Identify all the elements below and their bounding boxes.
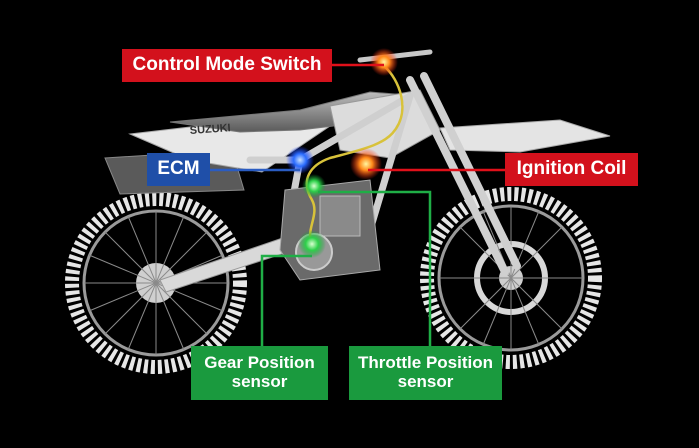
gear-position-leader <box>260 254 312 346</box>
ignition-coil-label: Ignition Coil <box>505 153 638 186</box>
gear-sensor-glow <box>298 230 326 258</box>
control-mode-switch-glow <box>370 48 398 76</box>
engine <box>279 179 381 281</box>
throttle-sensor-glow <box>302 174 326 198</box>
throttle-position-sensor-label: Throttle Position sensor <box>349 346 502 400</box>
brand-text: SUZUKI <box>189 122 231 137</box>
control-mode-switch-label: Control Mode Switch <box>122 49 332 82</box>
gear-position-line1: Gear Position <box>204 353 315 373</box>
ignition-coil-glow <box>350 148 382 180</box>
throttle-position-line1: Throttle Position <box>357 353 494 373</box>
ecm-label: ECM <box>147 153 210 186</box>
gear-position-line2: sensor <box>231 372 288 391</box>
throttle-position-line2: sensor <box>397 372 454 391</box>
rear-wheel <box>65 192 247 374</box>
gear-position-sensor-label: Gear Position sensor <box>191 346 328 400</box>
ecm-text: ECM <box>157 158 200 180</box>
wiring-harness <box>305 65 404 245</box>
throttle-position-leader <box>318 190 432 346</box>
front-fender <box>439 119 611 153</box>
ecm-glow <box>286 146 314 174</box>
ignition-coil-text: Ignition Coil <box>516 158 627 180</box>
fuel-tank-shroud <box>329 89 441 159</box>
front-wheel <box>420 187 602 369</box>
control-mode-switch-text: Control Mode Switch <box>132 54 322 76</box>
